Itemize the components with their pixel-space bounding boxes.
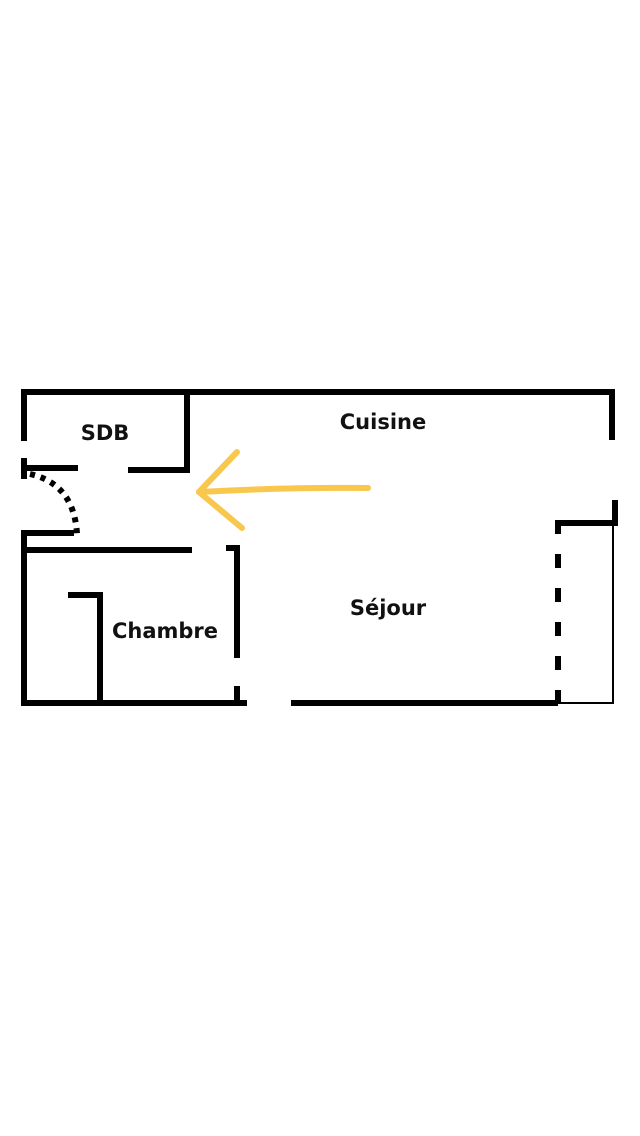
room-label-cuisine: Cuisine bbox=[340, 410, 426, 434]
walls bbox=[21, 389, 618, 706]
room-label-sdb: SDB bbox=[81, 421, 130, 445]
room-label-sejour: Séjour bbox=[350, 596, 427, 620]
balcony-outline bbox=[558, 523, 614, 704]
bedroom-right-wall-upper bbox=[226, 545, 240, 658]
door-swing-icon bbox=[29, 471, 80, 535]
arrow-left-icon bbox=[196, 449, 371, 531]
room-label-chambre: Chambre bbox=[112, 619, 218, 643]
closet-wall bbox=[68, 592, 103, 705]
bathroom-right-wall bbox=[128, 389, 190, 473]
balcony-top-wall bbox=[556, 500, 618, 526]
